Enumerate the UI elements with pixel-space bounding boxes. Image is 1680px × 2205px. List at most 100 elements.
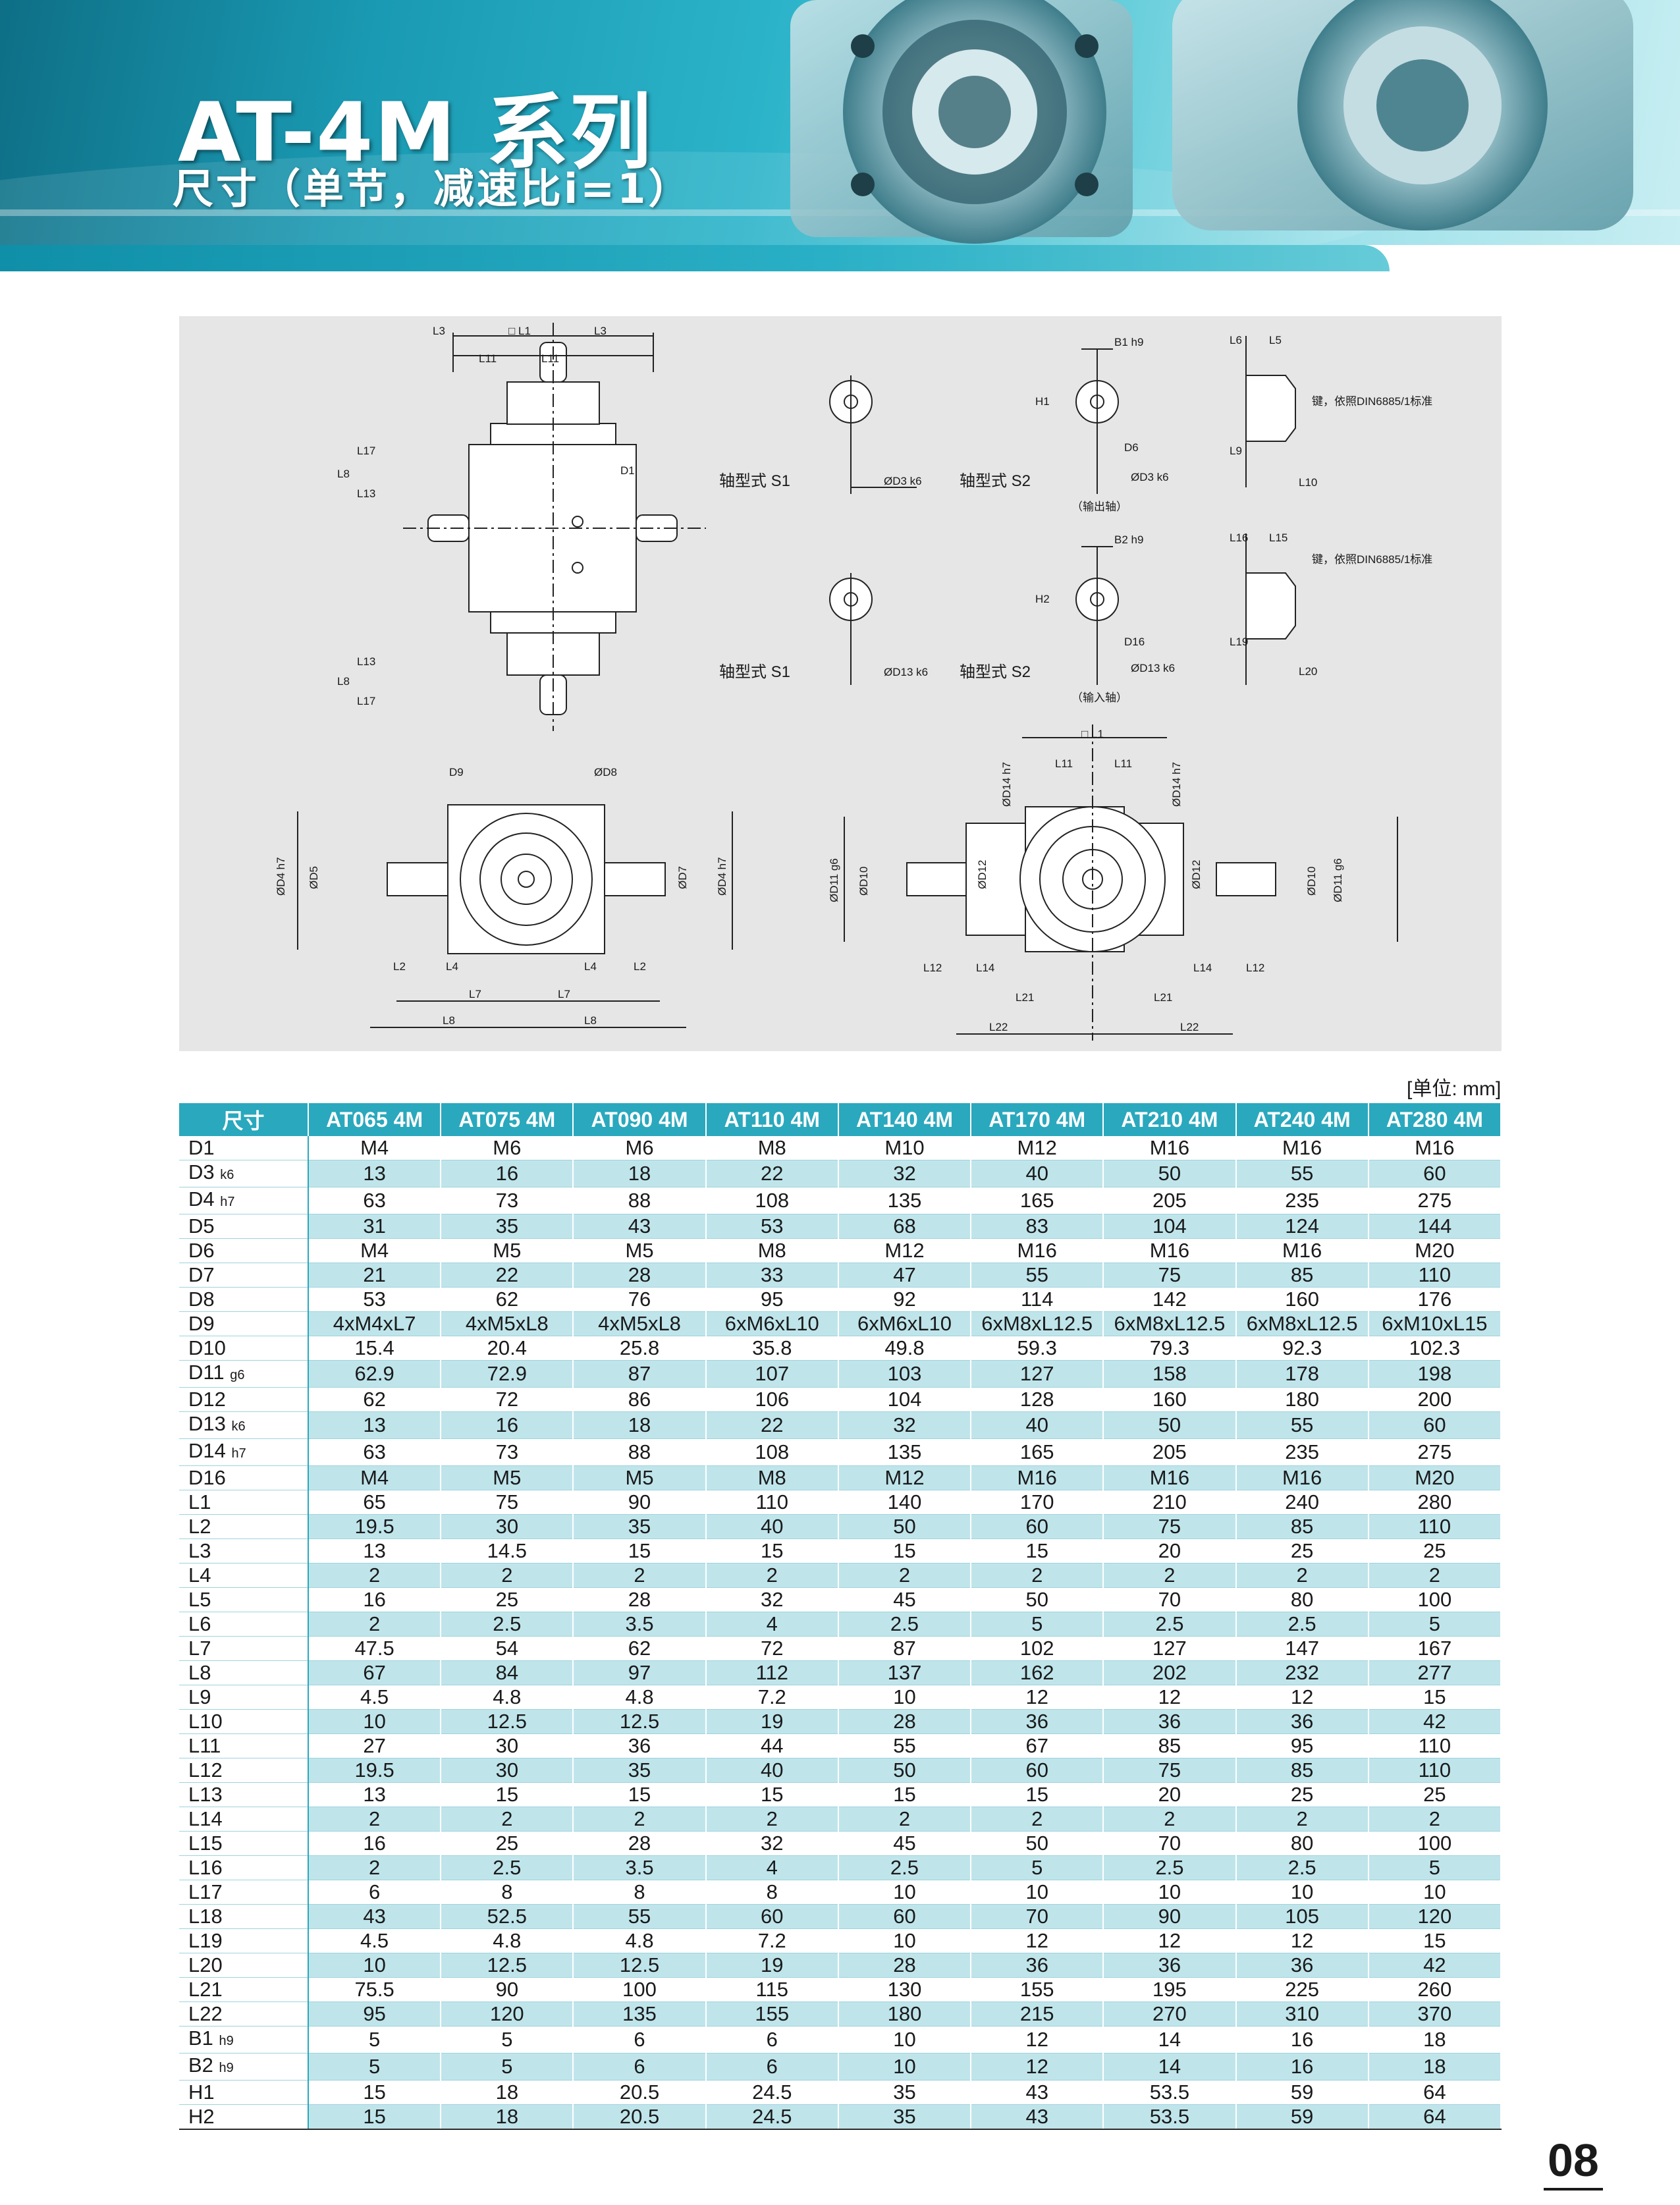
dim-label-l3-left: L3	[433, 325, 445, 337]
output-shaft-caption: （输出轴）	[1071, 501, 1127, 513]
dim-label-l11-bottom-right: L11	[1114, 757, 1132, 770]
dimension-value-cell: 10	[971, 1880, 1104, 1905]
dimension-name: L12	[188, 1758, 223, 1782]
dimension-name-cell: L4	[179, 1563, 309, 1588]
dimension-value-cell: 110	[1368, 1514, 1502, 1539]
dimension-value-cell: 72	[441, 1387, 574, 1412]
page-title: AT-4M 系列	[178, 86, 653, 180]
dimension-value-cell: 205	[1103, 1438, 1237, 1466]
dimension-value-cell: 42	[1368, 1953, 1502, 1978]
dimension-value-cell: 232	[1235, 1660, 1369, 1685]
dimension-value-cell: 4.8	[573, 1928, 707, 1953]
dimension-value-cell: 15	[971, 1782, 1104, 1807]
dimension-value-cell: 55	[573, 1904, 707, 1929]
dimension-value-cell: 3.5	[573, 1855, 707, 1880]
dimension-value-cell: 44	[705, 1733, 839, 1758]
dimension-value-cell: M16	[1235, 1238, 1369, 1263]
dimension-value-cell: 92.3	[1235, 1336, 1369, 1361]
dimension-value-cell: 19.5	[308, 1758, 442, 1783]
dim-label-l4-right: L4	[584, 960, 597, 973]
dimension-value-cell: 135	[838, 1187, 972, 1214]
input-shaft-caption: （输入轴）	[1071, 692, 1127, 704]
dimension-name-cell: L17	[179, 1880, 309, 1905]
dimension-value-cell: 2	[308, 1563, 442, 1588]
dimension-value-cell: 25	[441, 1831, 574, 1856]
dimension-value-cell: 32	[705, 1831, 839, 1856]
tolerance-class: k6	[220, 1168, 234, 1182]
dimension-value-cell: 83	[971, 1214, 1104, 1239]
dimension-value-cell: 32	[838, 1411, 972, 1439]
dimension-value-cell: 18	[573, 1160, 707, 1187]
dimension-value-cell: 4	[705, 1612, 839, 1637]
dimension-value-cell: 108	[705, 1438, 839, 1466]
dim-label-l17-top: L17	[357, 445, 375, 457]
dimension-value-cell: 4xM5xL8	[573, 1311, 707, 1336]
dimension-value-cell: 2.5	[1103, 1855, 1237, 1880]
dimension-value-cell: 67	[308, 1660, 442, 1685]
dimension-value-cell: 18	[1368, 2026, 1502, 2054]
dim-label-d7: ØD7	[676, 866, 689, 889]
dimension-value-cell: 7.2	[705, 1685, 839, 1710]
shaft-type-s2-output: 轴型式 S2	[960, 472, 1031, 490]
dimension-value-cell: 15	[441, 1782, 574, 1807]
dimension-value-cell: 19	[705, 1953, 839, 1978]
dimension-value-cell: 52.5	[441, 1904, 574, 1929]
dimension-name: D4	[188, 1187, 215, 1211]
dimension-value-cell: 90	[441, 1977, 574, 2002]
dimension-value-cell: 33	[705, 1263, 839, 1288]
dimension-value-cell: 50	[1103, 1160, 1237, 1187]
dimension-value-cell: 5	[1368, 1612, 1502, 1637]
dimension-value-cell: 10	[838, 1928, 972, 1953]
dim-label-d12-left: ØD12	[976, 860, 989, 889]
dimension-value-cell: 15	[1368, 1928, 1502, 1953]
dimension-value-cell: 54	[441, 1636, 574, 1661]
dim-label-l7-left: L7	[469, 988, 481, 1000]
model-header-cell: AT110 4M	[705, 1103, 839, 1136]
dimension-name-cell: D6	[179, 1238, 309, 1263]
dimension-name: L8	[188, 1661, 211, 1684]
dimension-value-cell: 110	[1368, 1758, 1502, 1783]
dim-label-d16: D16	[1124, 636, 1145, 648]
dimension-name-cell: L11	[179, 1733, 309, 1758]
dimension-value-cell: 4	[705, 1855, 839, 1880]
dimension-value-cell: 107	[705, 1360, 839, 1388]
dimension-value-cell: 6	[705, 2053, 839, 2081]
dimension-name-cell: L15	[179, 1831, 309, 1856]
dimension-value-cell: 85	[1103, 1733, 1237, 1758]
dim-label-l8-top: L8	[337, 468, 350, 480]
dimension-value-cell: M10	[838, 1136, 972, 1160]
model-header-cell: AT065 4M	[308, 1103, 442, 1136]
dimension-value-cell: 10	[308, 1709, 442, 1734]
dimension-value-cell: 6xM8xL12.5	[971, 1311, 1104, 1336]
dimension-value-cell: 127	[971, 1360, 1104, 1388]
dimension-name-cell: L16	[179, 1855, 309, 1880]
dimension-value-cell: 147	[1235, 1636, 1369, 1661]
dimension-value-cell: 370	[1368, 2001, 1502, 2027]
dimension-value-cell: 10	[1103, 1880, 1237, 1905]
dimension-value-cell: M6	[573, 1136, 707, 1160]
dimension-value-cell: 55	[1235, 1160, 1369, 1187]
dimension-value-cell: 105	[1235, 1904, 1369, 1929]
dimension-name-cell: L1	[179, 1490, 309, 1515]
dim-label-l6: L6	[1230, 334, 1242, 346]
dimension-name: D16	[188, 1466, 226, 1489]
dimension-value-cell: 35	[838, 2104, 972, 2130]
dimension-value-cell: 160	[1235, 1287, 1369, 1312]
dimension-value-cell: 4.8	[573, 1685, 707, 1710]
dimension-name-cell: L10	[179, 1709, 309, 1734]
dimension-value-cell: 7.2	[705, 1928, 839, 1953]
dimension-value-cell: 72.9	[441, 1360, 574, 1388]
dimension-name: L10	[188, 1710, 223, 1733]
dim-label-l15: L15	[1269, 531, 1287, 544]
dimension-value-cell: 102	[971, 1636, 1104, 1661]
dimension-value-cell: 15	[1368, 1685, 1502, 1710]
dimension-name: L15	[188, 1832, 223, 1855]
dimension-value-cell: 2	[308, 1612, 442, 1637]
